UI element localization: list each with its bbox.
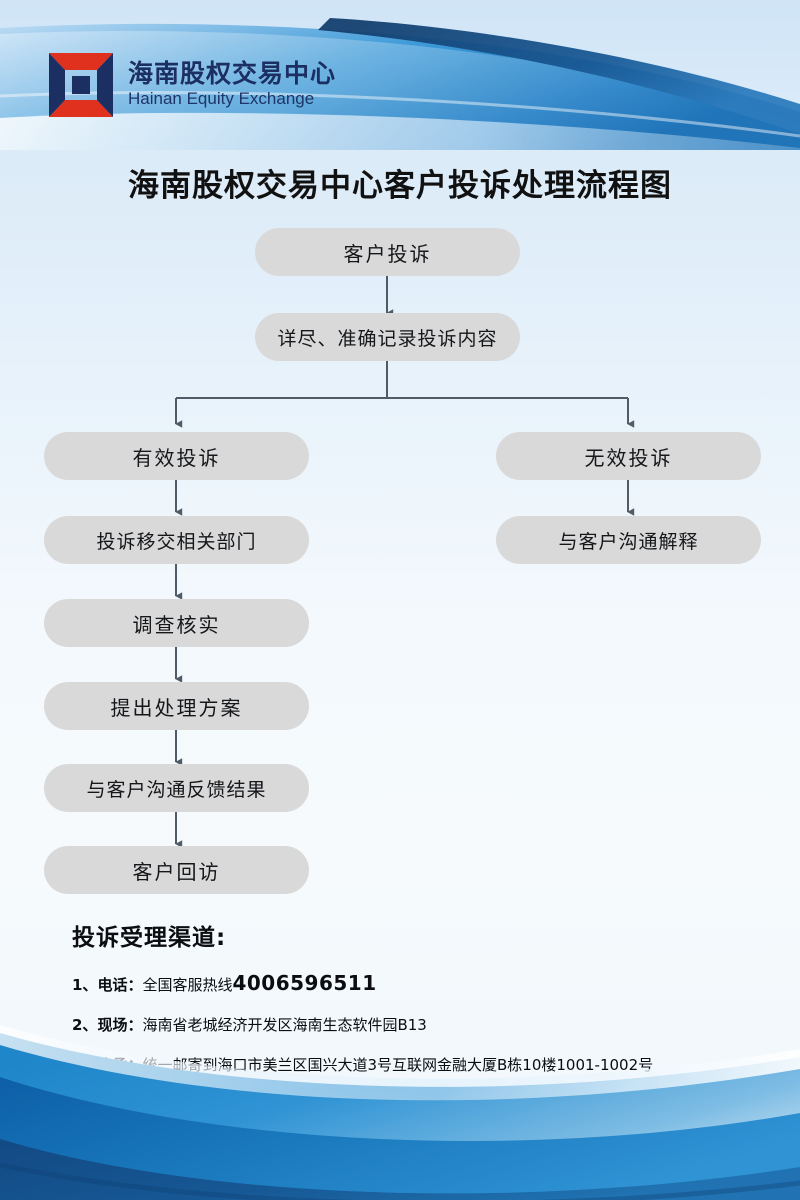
channel-label: 电话： [97,976,143,994]
flow-node-customer-revisit[interactable]: 客户回访 [44,846,309,894]
channels-heading: 投诉受理渠道: [72,925,227,951]
footer-wave-graphic [0,1025,800,1200]
channel-index: 2、 [72,1016,98,1034]
flow-node-invalid-complaint[interactable]: 无效投诉 [496,432,761,480]
brand-name-cn: 海南股权交易中心 [128,59,337,89]
complaint-channels-section: 投诉受理渠道: 1、 电话： 全国客服热线 4006596511 2、 现场： … [72,918,772,1075]
flow-node-investigate[interactable]: 调查核实 [44,599,309,647]
footer-banner [0,1015,800,1200]
flow-node-label: 投诉移交相关部门 [96,530,257,553]
flow-node-label: 客户回访 [132,859,221,884]
channel-index: 1、 [72,976,98,994]
page-title: 海南股权交易中心客户投诉处理流程图 [128,168,672,204]
channel-value: 海南省老城经济开发区海南生态软件园B13 [142,1016,427,1034]
flow-node-label: 调查核实 [132,612,221,637]
flow-node-label: 详尽、准确记录投诉内容 [277,327,498,350]
brand-name-en: Hainan Equity Exchange [128,89,315,109]
header-banner: 海南股权交易中心 Hainan Equity Exchange [0,0,800,150]
flow-node-label: 与客户沟通解释 [558,530,699,553]
channel-item-phone: 1、 电话： 全国客服热线 4006596511 [72,971,772,995]
flow-node-propose-solution[interactable]: 提出处理方案 [44,682,309,730]
channel-item-onsite: 2、 现场： 海南省老城经济开发区海南生态软件园B13 [72,1014,772,1035]
flow-node-complaint[interactable]: 客户投诉 [255,228,520,276]
hainan-equity-square-logo-icon [48,52,114,118]
channel-value: 全国客服热线 [142,976,233,994]
flow-node-label: 与客户沟通反馈结果 [86,778,267,801]
flow-node-label: 提出处理方案 [110,695,243,720]
flow-node-label: 无效投诉 [584,445,673,470]
brand-logo: 海南股权交易中心 Hainan Equity Exchange [48,52,336,118]
flow-node-valid-complaint[interactable]: 有效投诉 [44,432,309,480]
flow-node-explain-to-customer[interactable]: 与客户沟通解释 [496,516,761,564]
flow-node-feedback-result[interactable]: 与客户沟通反馈结果 [44,764,309,812]
flow-node-label: 有效投诉 [132,445,221,470]
header-wave-graphic [0,18,800,150]
flow-node-record[interactable]: 详尽、准确记录投诉内容 [255,313,520,361]
brand-text: 海南股权交易中心 Hainan Equity Exchange [128,60,336,109]
flow-node-transfer-department[interactable]: 投诉移交相关部门 [44,516,309,564]
channel-phone-number: 4006596511 [232,971,377,995]
flow-node-label: 客户投诉 [343,241,432,266]
channel-label: 现场： [97,1016,143,1034]
channel-value: 统一邮寄到海口市美兰区国兴大道3号互联网金融大厦B栋10楼1001-1002号 [142,1056,654,1074]
